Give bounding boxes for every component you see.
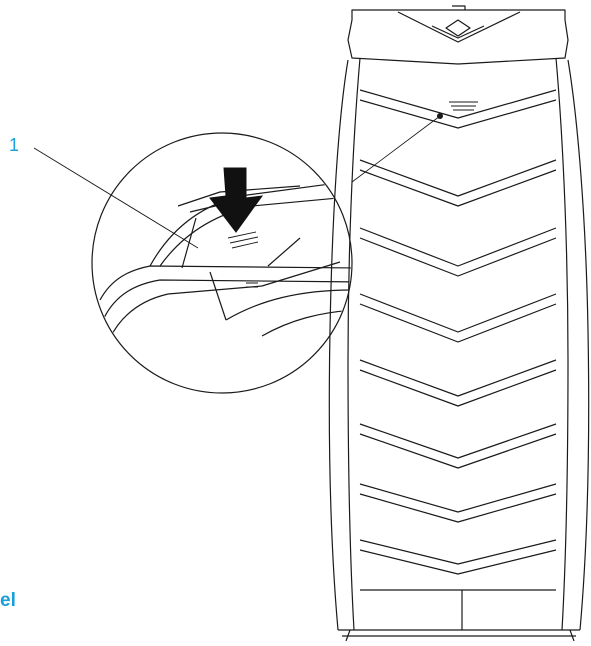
chevron-panel bbox=[359, 359, 557, 397]
chevron-panel bbox=[359, 539, 557, 565]
down-arrow-icon bbox=[209, 167, 264, 233]
chevron-panel bbox=[359, 227, 557, 267]
heading-fragment: el bbox=[0, 590, 16, 611]
power-button-lines bbox=[227, 231, 257, 239]
zoom-leader-line bbox=[351, 115, 441, 183]
tower-power-button bbox=[437, 101, 478, 119]
magnified-detail bbox=[91, 132, 353, 394]
chevron-panel bbox=[359, 423, 557, 459]
callout-leader bbox=[33, 147, 199, 249]
top-vent-icon bbox=[445, 19, 471, 37]
chevron-panel bbox=[359, 483, 557, 513]
chevron-panel bbox=[359, 89, 557, 119]
chevron-panel bbox=[359, 159, 557, 197]
tower-case bbox=[328, 5, 590, 642]
callout-number: 1 bbox=[9, 135, 20, 155]
chevron-panel bbox=[359, 293, 557, 333]
front-chevron-panels bbox=[359, 89, 557, 575]
